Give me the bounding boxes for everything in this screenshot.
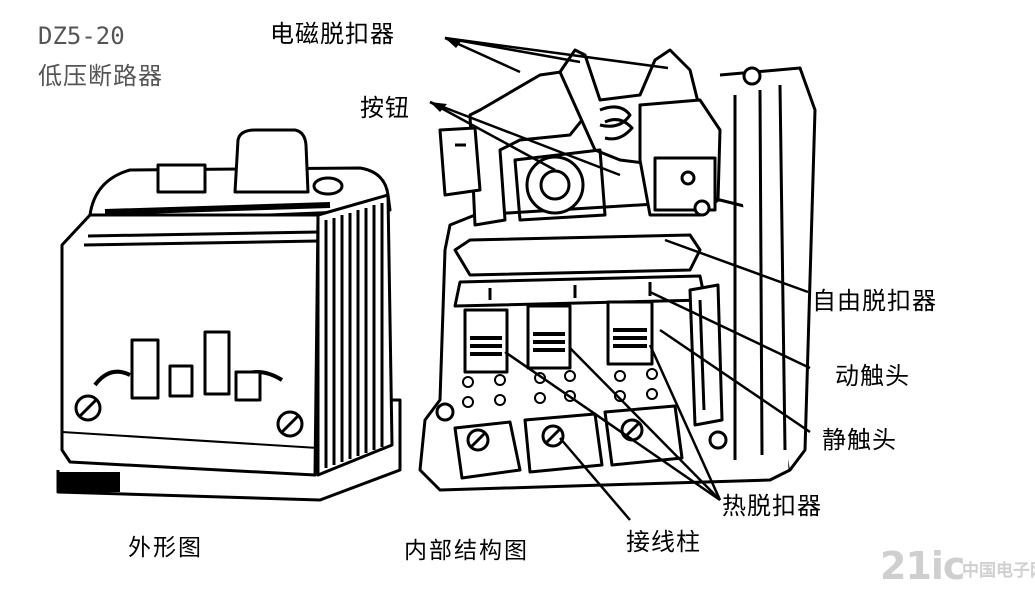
interior-drawing: [418, 48, 817, 492]
watermark-subtitle: 中国电子网: [962, 561, 1035, 581]
leader-lines: [429, 36, 811, 521]
leader-arrowheads: [430, 38, 462, 112]
label-moving-contact: 动触头: [835, 362, 910, 390]
label-thermal-release: 热脱扣器: [722, 492, 822, 520]
model-number: DZ5-20: [38, 22, 125, 50]
caption-interior: 内部结构图: [404, 538, 529, 564]
label-terminal: 接线柱: [626, 528, 701, 556]
label-button: 按钮: [360, 94, 410, 122]
caption-exterior: 外形图: [128, 535, 203, 561]
label-free-release: 自由脱扣器: [812, 287, 937, 315]
exterior-drawing: [56, 128, 402, 502]
label-static-contact: 静触头: [822, 426, 897, 454]
label-electromagnetic-release: 电磁脱扣器: [270, 20, 395, 48]
device-name: 低压断路器: [38, 62, 163, 90]
watermark-logo: 21ic: [880, 544, 965, 588]
